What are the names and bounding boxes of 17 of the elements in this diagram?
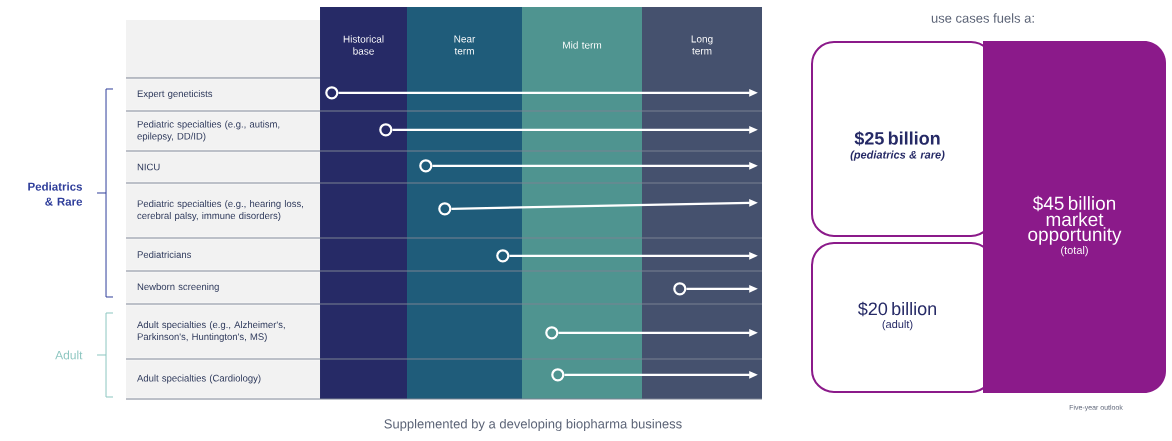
period-column: Historical base	[320, 7, 407, 399]
row-label: Pediatric specialties (e.g., hearing loss, cerebral palsy, immune disorders)	[126, 184, 320, 237]
group-label: Adult	[55, 350, 83, 360]
intro-text: use cases fuels a:	[931, 13, 1034, 23]
group-label: Pediatrics & Rare	[28, 182, 83, 206]
period-column: Long term	[642, 7, 762, 399]
period-column: Mid term	[522, 7, 642, 399]
footer-text: Supplemented by a developing biopharma business	[384, 418, 682, 432]
row-label: Newborn screening	[126, 272, 320, 303]
total-panel: $45 billion market opportunity (total)	[983, 41, 1166, 393]
period-column: Near term	[407, 7, 522, 399]
row-label: Expert geneticists	[126, 79, 320, 110]
row-label: Pediatricians	[126, 239, 320, 270]
row-label: NICU	[126, 152, 320, 182]
row-label: Adult specialties (e.g., Alzheimer's, Parkinson's, Huntington's, MS)	[126, 305, 320, 358]
row-label: Pediatric specialties (e.g., autism, epilepsy, DD/ID)	[126, 112, 320, 150]
row-label: Adult specialties (Cardiology)	[126, 360, 320, 398]
